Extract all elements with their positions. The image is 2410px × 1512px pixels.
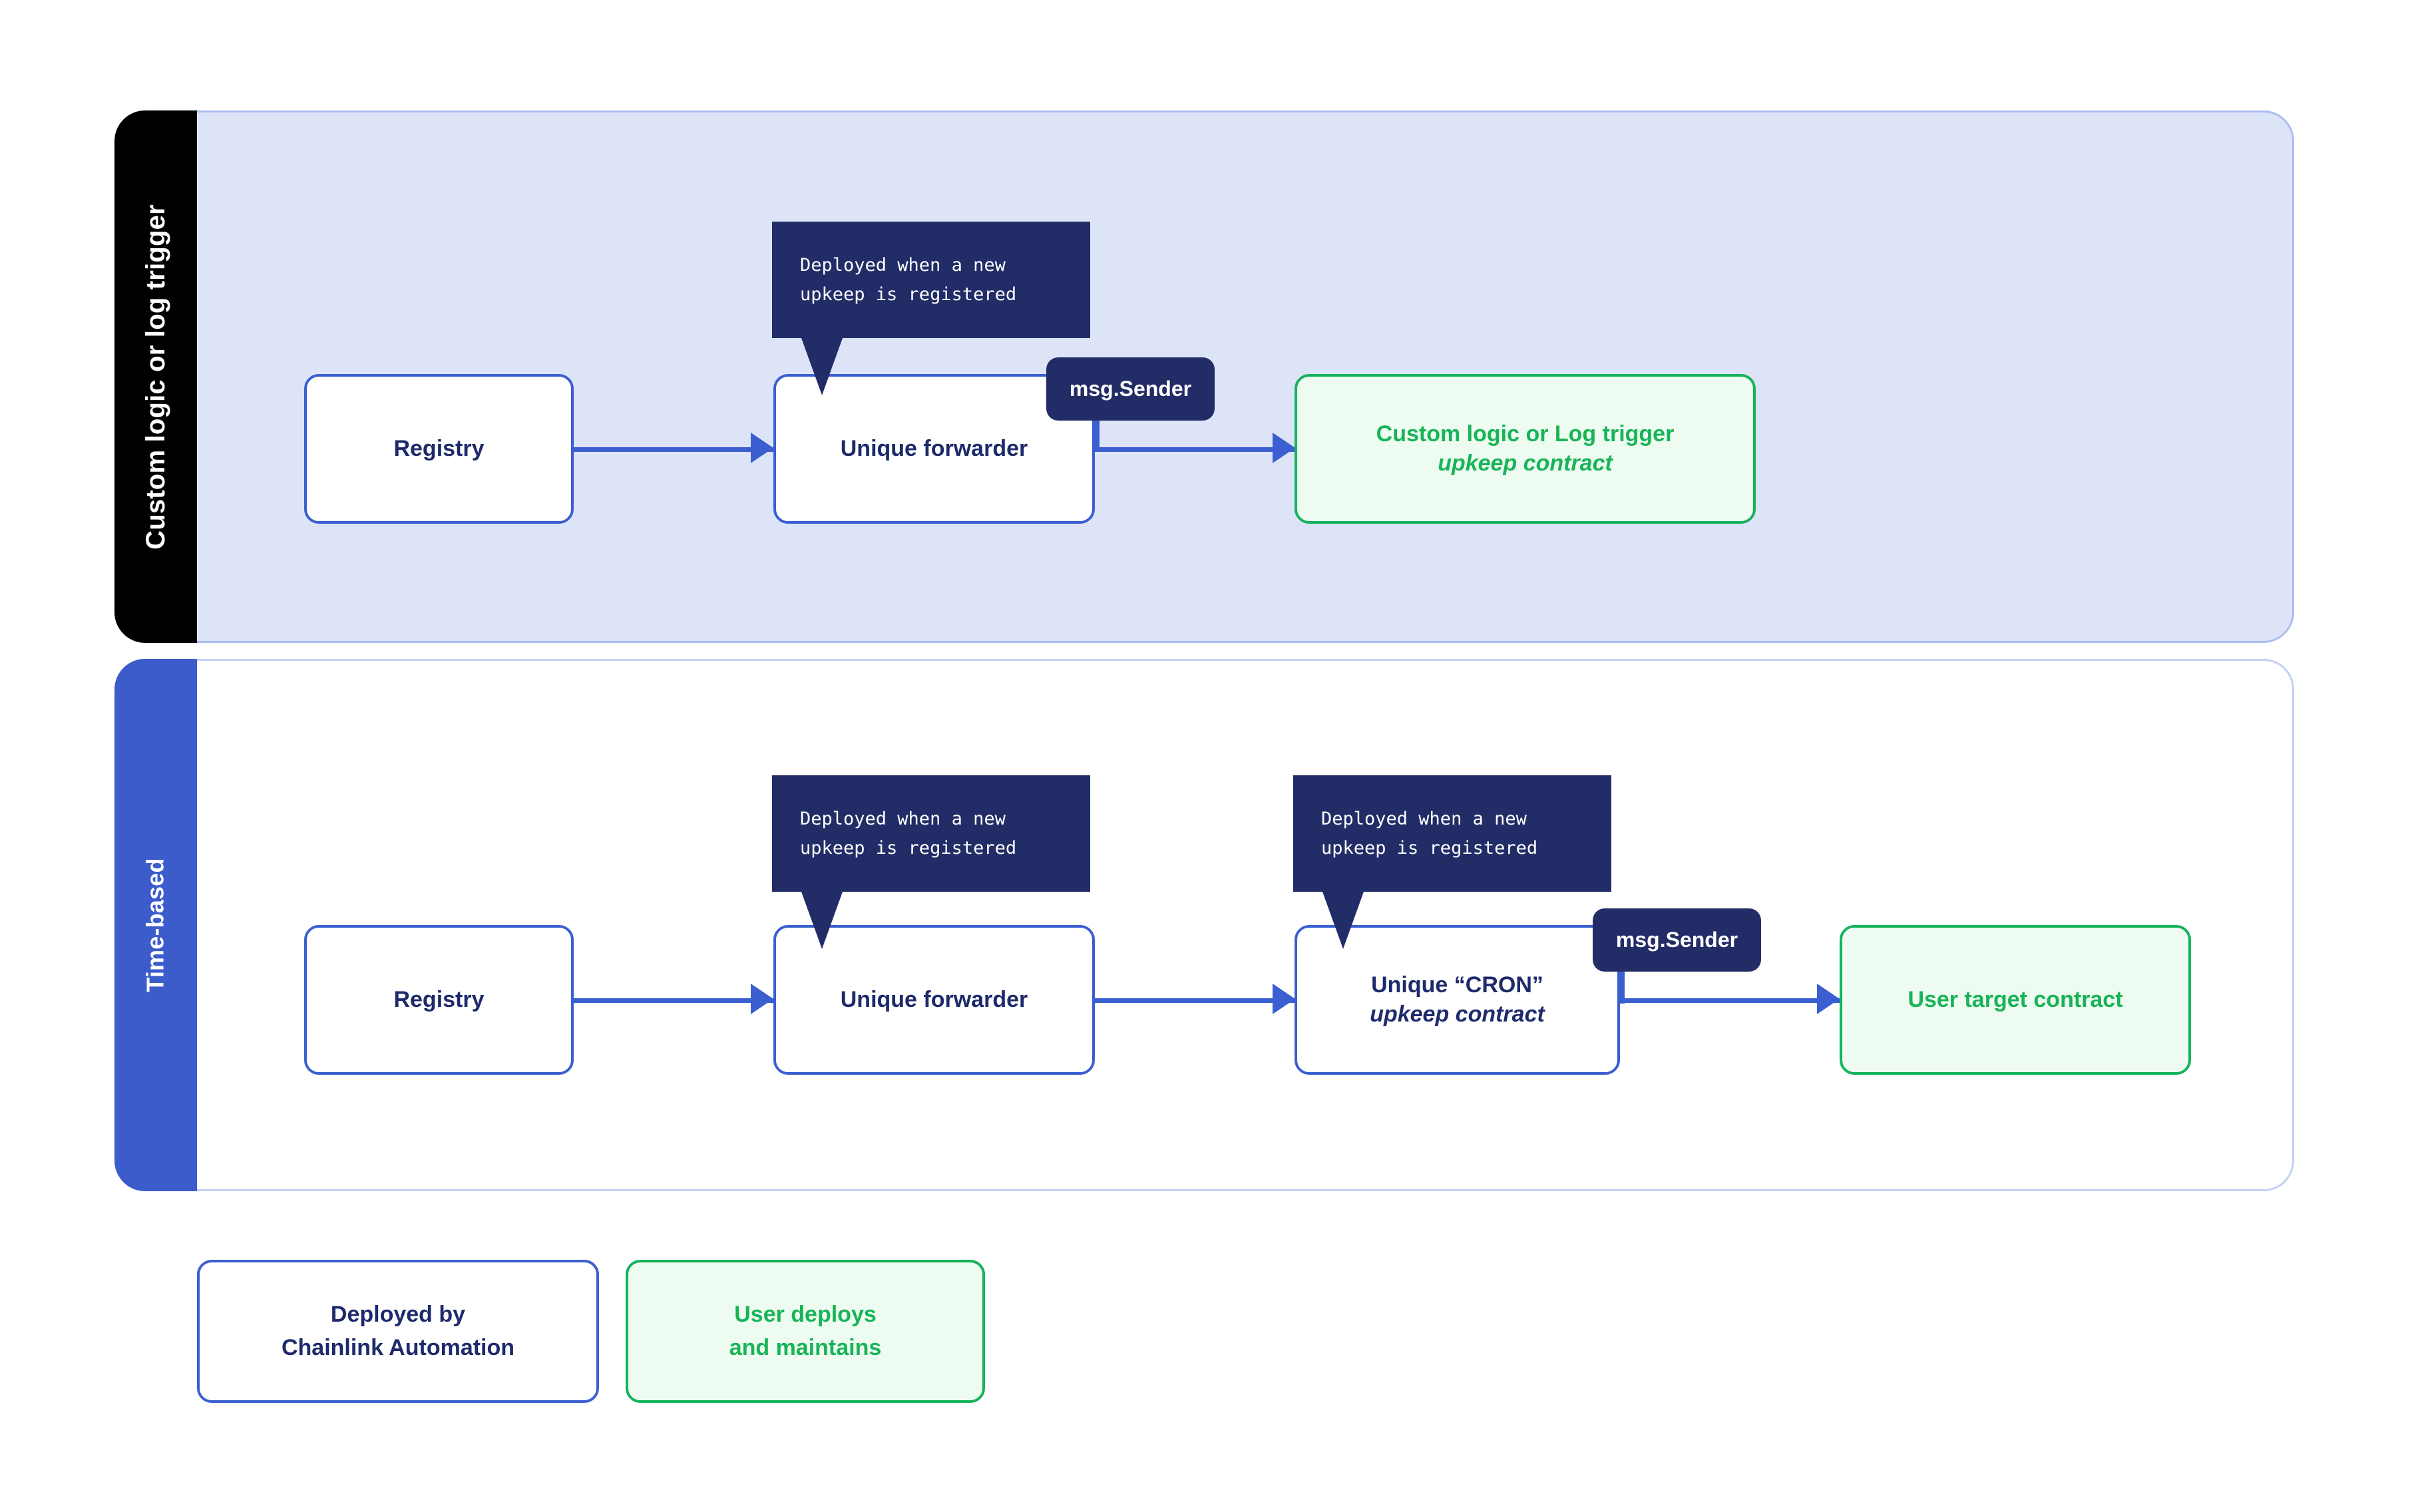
arrowhead-registry-to-forwarder (751, 433, 773, 463)
sidebar-time-based: Time-based (114, 659, 197, 1191)
callout-forwarder-custom-logic-line1: Deployed when a new (800, 255, 1006, 276)
sidebar-label-time-based: Time-based (142, 858, 169, 992)
node-unique-forwarder-custom-logic[interactable]: Unique forwarder (773, 374, 1095, 524)
callout-tail-icon (801, 892, 843, 950)
callout-forwarder-custom-logic-line2: upkeep is registered (800, 284, 1017, 305)
arrowhead-cron-to-target (1817, 984, 1840, 1014)
connector-forwarder-to-cron (1095, 998, 1295, 1003)
badge-msg-sender-time-based-label: msg.Sender (1615, 928, 1738, 952)
badge-msg-sender-custom-logic-label: msg.Sender (1069, 377, 1192, 401)
node-cron-upkeep-contract[interactable]: Unique “CRON” upkeep contract (1295, 925, 1620, 1075)
sidebar-label-custom-logic: Custom logic or log trigger (140, 204, 170, 550)
node-registry-time-based[interactable]: Registry (304, 925, 574, 1075)
node-cron-upkeep-contract-line1: Unique “CRON” (1371, 972, 1543, 998)
legend-deployed-by-chainlink-line2: Chainlink Automation (281, 1334, 515, 1360)
node-registry-custom-logic[interactable]: Registry (304, 374, 574, 524)
callout-cron-time-based: Deployed when a new upkeep is registered (1293, 775, 1611, 950)
connector-cron-to-target (1620, 998, 1840, 1003)
node-user-target-contract[interactable]: User target contract (1840, 925, 2191, 1075)
arrowhead-forwarder-to-cron (1273, 984, 1295, 1014)
arrowhead-registry-to-forwarder-time (751, 984, 773, 1014)
connector-registry-to-forwarder-time (574, 998, 773, 1003)
legend-user-deploys-maintains-line2: and maintains (729, 1334, 882, 1360)
connector-registry-to-forwarder (574, 447, 773, 452)
node-registry-custom-logic-label: Registry (393, 435, 485, 461)
legend-user-deploys-maintains: User deploys and maintains (626, 1260, 985, 1403)
node-upkeep-contract-custom-logic[interactable]: Custom logic or Log trigger upkeep contr… (1295, 374, 1756, 524)
callout-forwarder-custom-logic: Deployed when a new upkeep is registered (772, 222, 1090, 396)
callout-forwarder-time-based: Deployed when a new upkeep is registered (772, 775, 1090, 950)
badge-msg-sender-custom-logic: msg.Sender (1046, 357, 1215, 421)
node-cron-upkeep-contract-line2: upkeep contract (1370, 1001, 1545, 1027)
callout-forwarder-time-based-line2: upkeep is registered (800, 837, 1017, 858)
node-upkeep-contract-custom-logic-line1: Custom logic or Log trigger (1376, 421, 1675, 447)
badge-msg-sender-time-based: msg.Sender (1593, 908, 1761, 972)
node-unique-forwarder-custom-logic-label: Unique forwarder (840, 435, 1028, 461)
node-user-target-contract-label: User target contract (1908, 986, 2123, 1012)
legend-deployed-by-chainlink: Deployed by Chainlink Automation (197, 1260, 599, 1403)
node-unique-forwarder-time-based[interactable]: Unique forwarder (773, 925, 1095, 1075)
sidebar-custom-logic: Custom logic or log trigger (114, 110, 197, 643)
node-unique-forwarder-time-based-label: Unique forwarder (840, 986, 1028, 1012)
callout-tail-icon (1322, 892, 1364, 950)
legend-deployed-by-chainlink-line1: Deployed by (330, 1302, 466, 1328)
connector-forwarder-to-upkeep (1095, 447, 1295, 452)
callout-tail-icon (801, 338, 843, 396)
arrowhead-forwarder-to-upkeep (1273, 433, 1295, 463)
legend-user-deploys-maintains-line1: User deploys (734, 1302, 877, 1328)
node-registry-time-based-label: Registry (393, 986, 485, 1012)
callout-cron-time-based-line2: upkeep is registered (1321, 837, 1538, 858)
callout-forwarder-time-based-line1: Deployed when a new (800, 809, 1006, 829)
node-upkeep-contract-custom-logic-line2: upkeep contract (1438, 450, 1613, 476)
callout-cron-time-based-line1: Deployed when a new (1321, 809, 1527, 829)
